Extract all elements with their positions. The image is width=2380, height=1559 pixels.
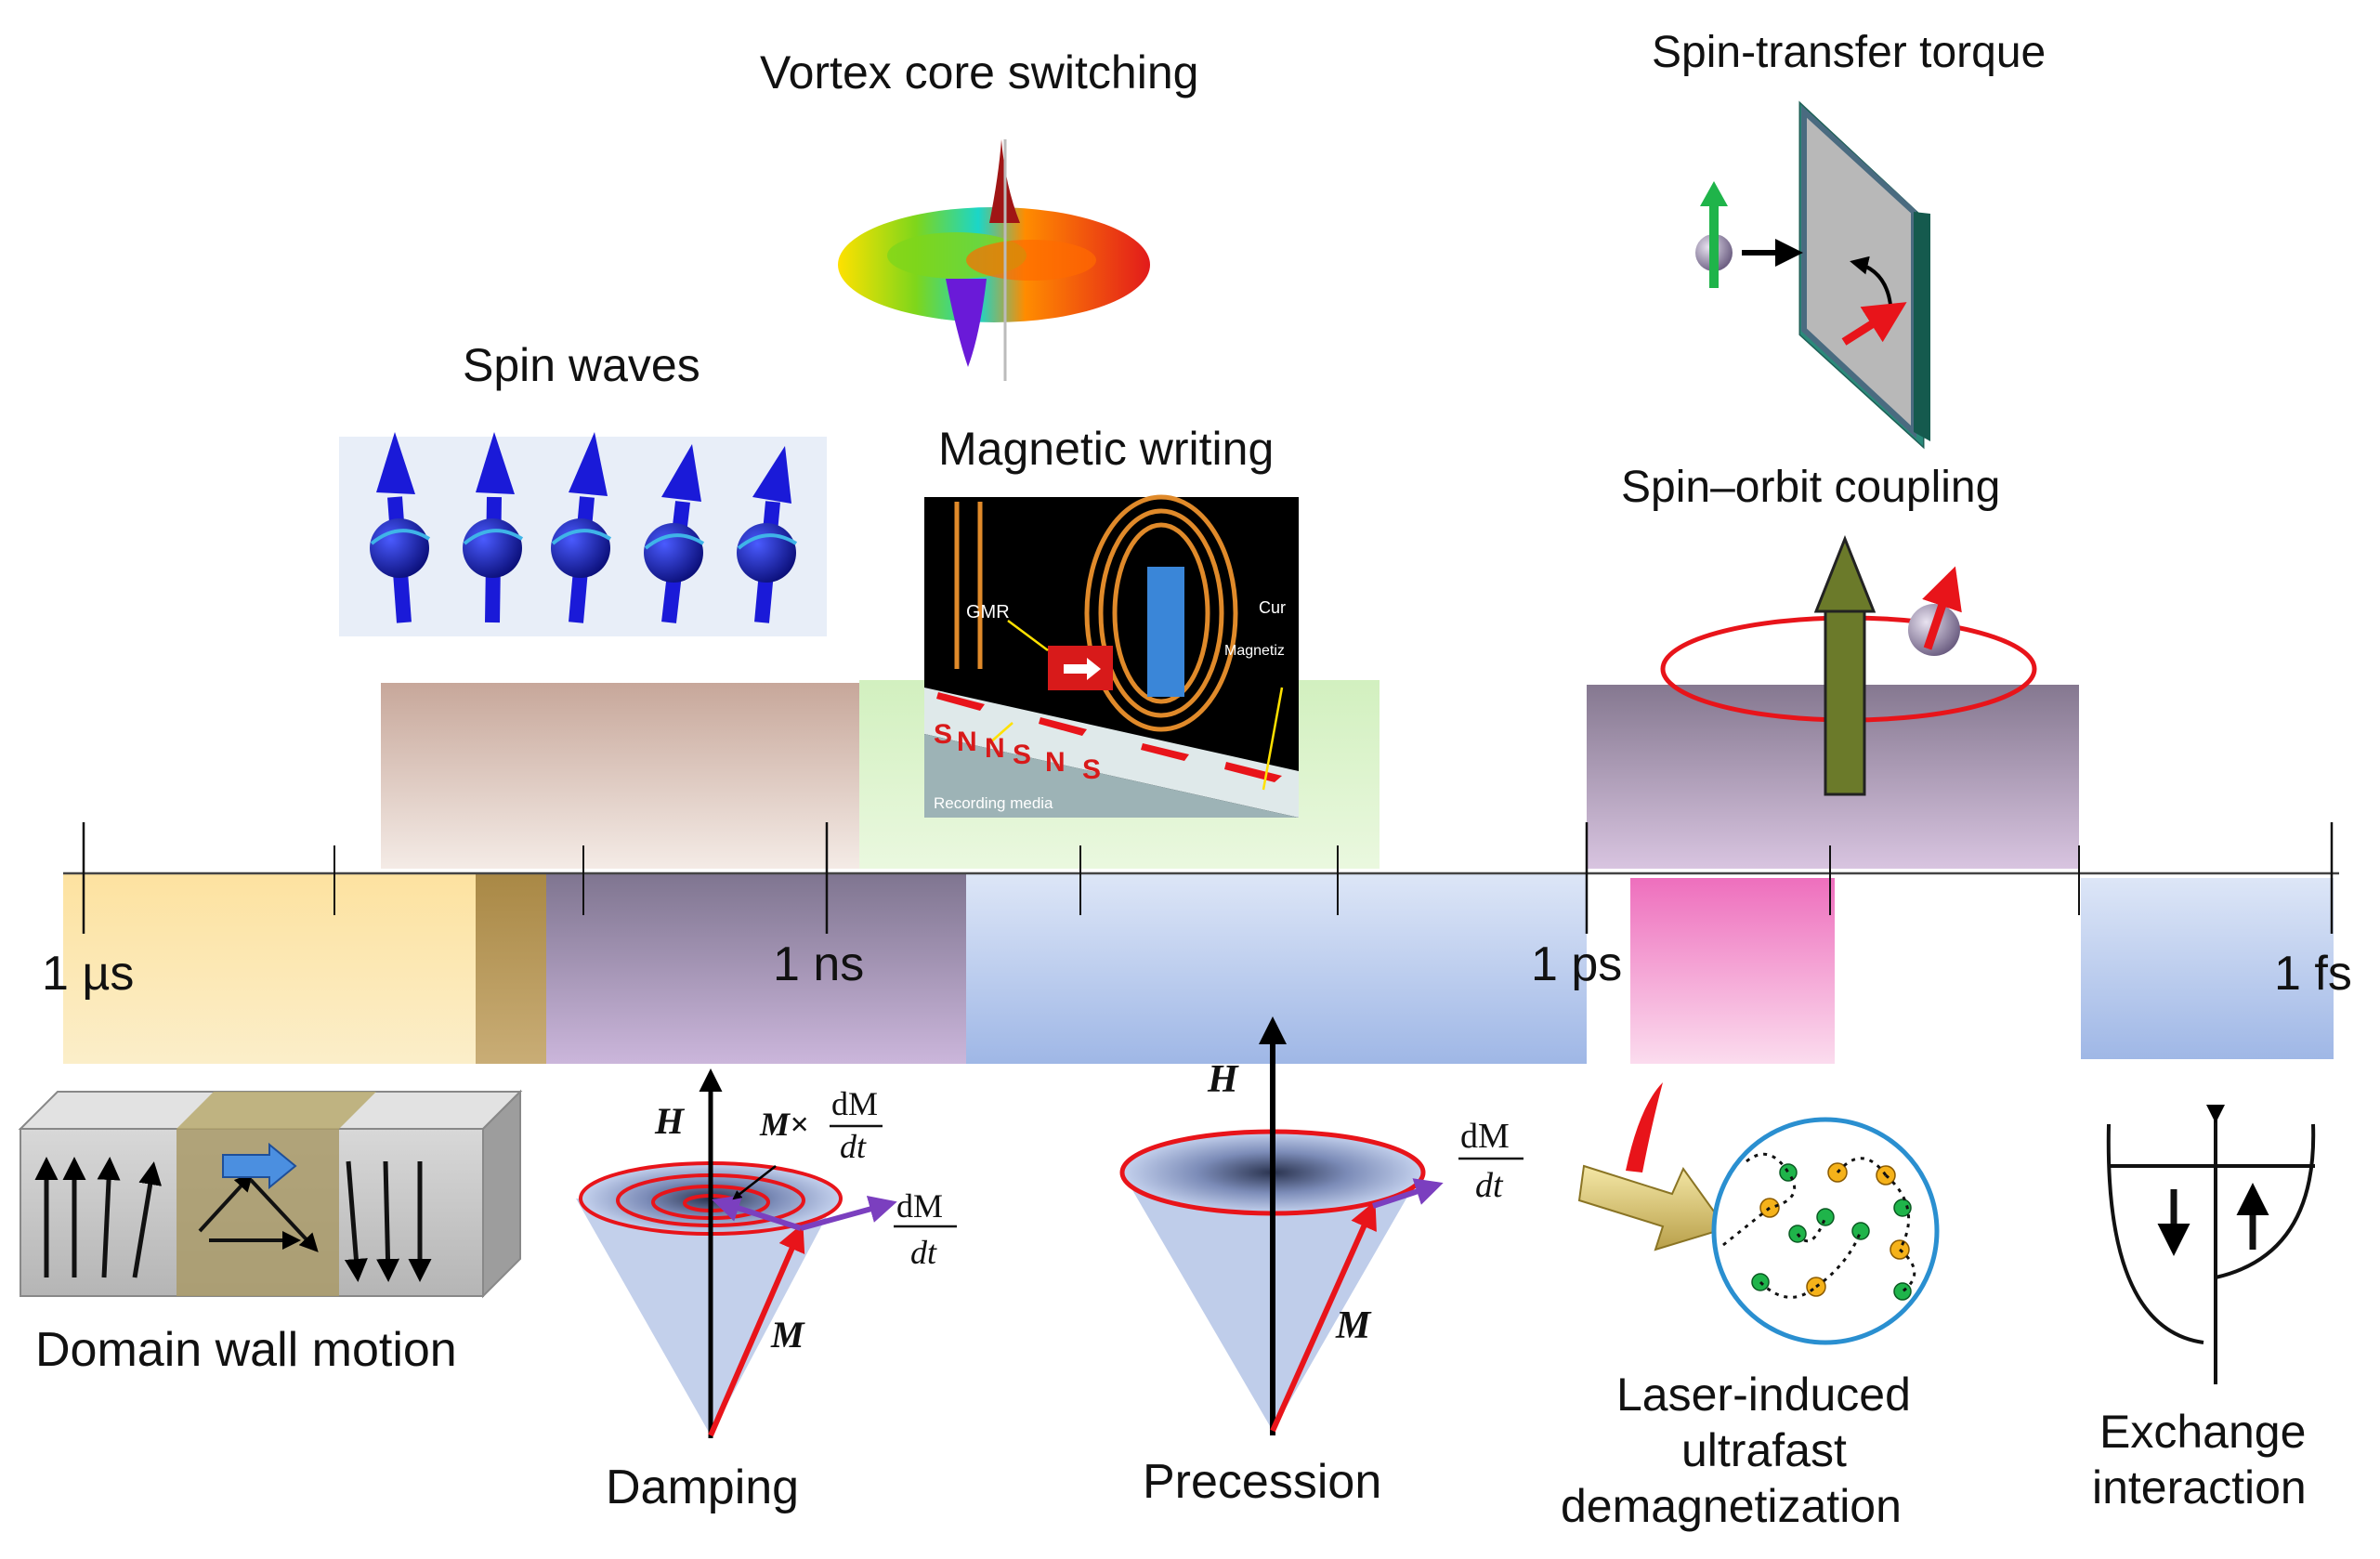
laser-label-line2: ultrafast (1681, 1424, 1847, 1476)
spin-waves-label: Spin waves (463, 339, 700, 391)
damping-H-label: H (654, 1100, 686, 1142)
damping-MxdM-vector (712, 1195, 802, 1231)
inset-magnetiz-label: Magnetiz (1224, 643, 1285, 659)
damping-MxdM-prefix: M× (759, 1106, 809, 1143)
damping-illustration (576, 1068, 897, 1438)
spin-waves-range-box (381, 683, 873, 869)
damping-MxdM-denominator: dt (840, 1128, 867, 1165)
demagnetization-band (1630, 878, 1835, 1064)
precession-dMdt-numerator: dM (1460, 1117, 1510, 1156)
damping-band (546, 873, 966, 1064)
stt-illustration (1695, 100, 1930, 450)
svg-text:S: S (934, 719, 952, 750)
laser-flame (1626, 1082, 1663, 1173)
transition-band (476, 873, 548, 1064)
laser-label-line3: demagnetization (1561, 1480, 1902, 1532)
precession-dMdt-denominator: dt (1475, 1166, 1504, 1205)
tick-label-1us: 1 µs (42, 947, 134, 1001)
svg-text:N: N (1045, 747, 1066, 778)
domain-wall-band (63, 873, 481, 1064)
precession-illustration (1119, 1016, 1444, 1435)
damping-label: Damping (606, 1461, 799, 1514)
svg-text:N: N (957, 727, 977, 757)
inset-recording-media-label: Recording media (934, 794, 1053, 812)
precession-M-label: M (1335, 1304, 1372, 1347)
svg-text:S: S (1013, 740, 1031, 770)
domain-wall-illustration (18, 1089, 523, 1299)
domain-wall-motion-label: Domain wall motion (35, 1323, 457, 1377)
damping-dMdt-vector (800, 1195, 897, 1231)
exchange-label-line2: interaction (2092, 1461, 2307, 1513)
magnetic-writing-inset (924, 494, 1299, 818)
axis-minor-ticks (333, 845, 2080, 915)
spin-waves-spheres (370, 432, 798, 623)
damping-dMdt-numerator: dM (896, 1187, 943, 1225)
exchange-band (2081, 878, 2334, 1059)
damping-MxdM-numerator: dM (831, 1085, 878, 1122)
stt-label: Spin-transfer torque (1652, 28, 2046, 77)
precession-label: Precession (1143, 1455, 1381, 1509)
soc-illustration (1660, 534, 2037, 796)
damping-M-label: M (770, 1314, 805, 1356)
inset-gmr-label: GMR (966, 602, 1010, 622)
domain-wall-blue-arrow (222, 1142, 297, 1190)
precession-dMdt-vector (1372, 1178, 1444, 1209)
exchange-illustration (2106, 1105, 2316, 1384)
tick-label-1ps: 1 ps (1531, 937, 1622, 991)
svg-text:S: S (1082, 754, 1101, 785)
damping-dMdt-denominator: dt (910, 1234, 937, 1271)
vortex-label: Vortex core switching (760, 46, 1198, 98)
laser-pulse-arrow (1577, 1164, 1728, 1251)
magnetic-writing-label: Magnetic writing (938, 423, 1274, 475)
axis-major-ticks (82, 822, 2334, 934)
soc-label: Spin–orbit coupling (1621, 463, 2000, 512)
vortex-core-illustration (838, 139, 1150, 381)
damping-M-vector (708, 1223, 805, 1437)
inset-cur-label: Cur (1259, 598, 1286, 617)
laser-demagnetization-illustration (1577, 1082, 1940, 1345)
laser-label-line1: Laser-induced (1616, 1369, 1911, 1421)
svg-text:N: N (985, 733, 1005, 764)
exchange-label-line1: Exchange (2099, 1406, 2306, 1458)
inset-pole-letters: S N N S N S (934, 719, 1101, 785)
precession-band (966, 873, 1587, 1064)
tick-label-1ns: 1 ns (773, 937, 864, 991)
tick-label-1fs: 1 fs (2274, 947, 2352, 1001)
electron-gas-circle (1711, 1117, 1940, 1345)
precession-M-vector (1270, 1200, 1377, 1433)
exchange-band-parabola (2106, 1123, 2204, 1344)
precession-H-label: H (1207, 1058, 1239, 1101)
